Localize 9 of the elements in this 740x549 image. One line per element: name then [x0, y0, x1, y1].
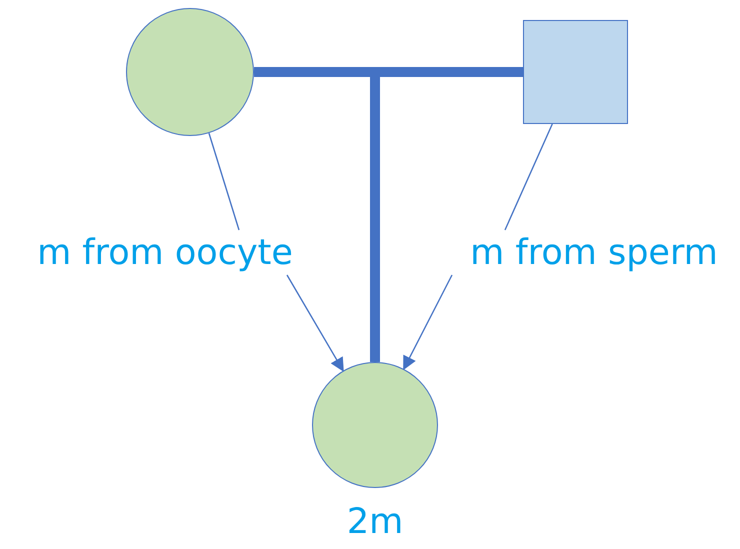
connector-line — [254, 67, 523, 77]
arrow — [286, 274, 344, 372]
male-square — [523, 20, 628, 124]
arrow — [403, 274, 453, 370]
label-text: m from oocyte — [14, 230, 316, 275]
caption-text: 2m — [346, 502, 404, 542]
label-text: m from sperm — [450, 230, 738, 275]
connector-line — [208, 132, 240, 231]
connector-line — [504, 124, 553, 231]
